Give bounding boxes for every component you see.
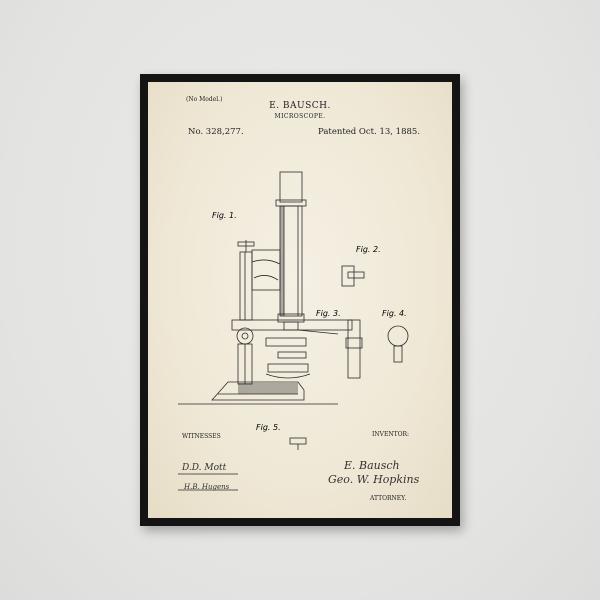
substage-ring (265, 337, 307, 347)
arm (251, 249, 281, 291)
attorney-label: ATTORNEY. (370, 495, 407, 502)
witness-signature-2: H.B. Hugens (184, 483, 230, 491)
witness-signature-1: D.D. Mott (182, 463, 227, 473)
base (211, 381, 305, 401)
eyepiece-collar (275, 199, 307, 207)
fig4-label: Fig. 4. (382, 309, 407, 318)
eyepiece (279, 171, 303, 203)
inventor-name-title: E. BAUSCH. (269, 101, 331, 111)
patented-date: Patented Oct. 13, 1885. (318, 127, 421, 137)
inventor-label: INVENTOR: (372, 431, 410, 438)
fig5-detail (289, 437, 307, 445)
inventor-signature: E. Bausch (344, 459, 400, 472)
fig5-label: Fig. 5. (256, 423, 281, 432)
microscope-drawing: Fig. 1. Fig. 2. Fig. 3. Fig. 4. Fig. 5. (178, 171, 409, 491)
pillar (239, 251, 253, 321)
fig2-detail (341, 265, 355, 287)
fine-focus-knob (237, 241, 255, 247)
patent-number: No. 328,277. (188, 127, 244, 137)
fig1-label: Fig. 1. (212, 211, 237, 220)
fig3-detail (347, 319, 361, 379)
mirror (267, 363, 309, 373)
stage (231, 319, 353, 331)
fig3-label: Fig. 3. (316, 309, 341, 318)
attorney-signature: Geo. W. Hopkins (328, 473, 420, 486)
subject-title: MICROSCOPE. (274, 113, 326, 120)
fig4-detail (387, 325, 409, 347)
fig2-label: Fig. 2. (356, 245, 381, 254)
witnesses-label: WITNESSES (182, 433, 221, 440)
no-model-label: (No Model.) (186, 96, 223, 103)
patent-poster: (No Model.) E. BAUSCH. MICROSCOPE. No. 3… (148, 82, 452, 518)
objective (283, 321, 299, 331)
